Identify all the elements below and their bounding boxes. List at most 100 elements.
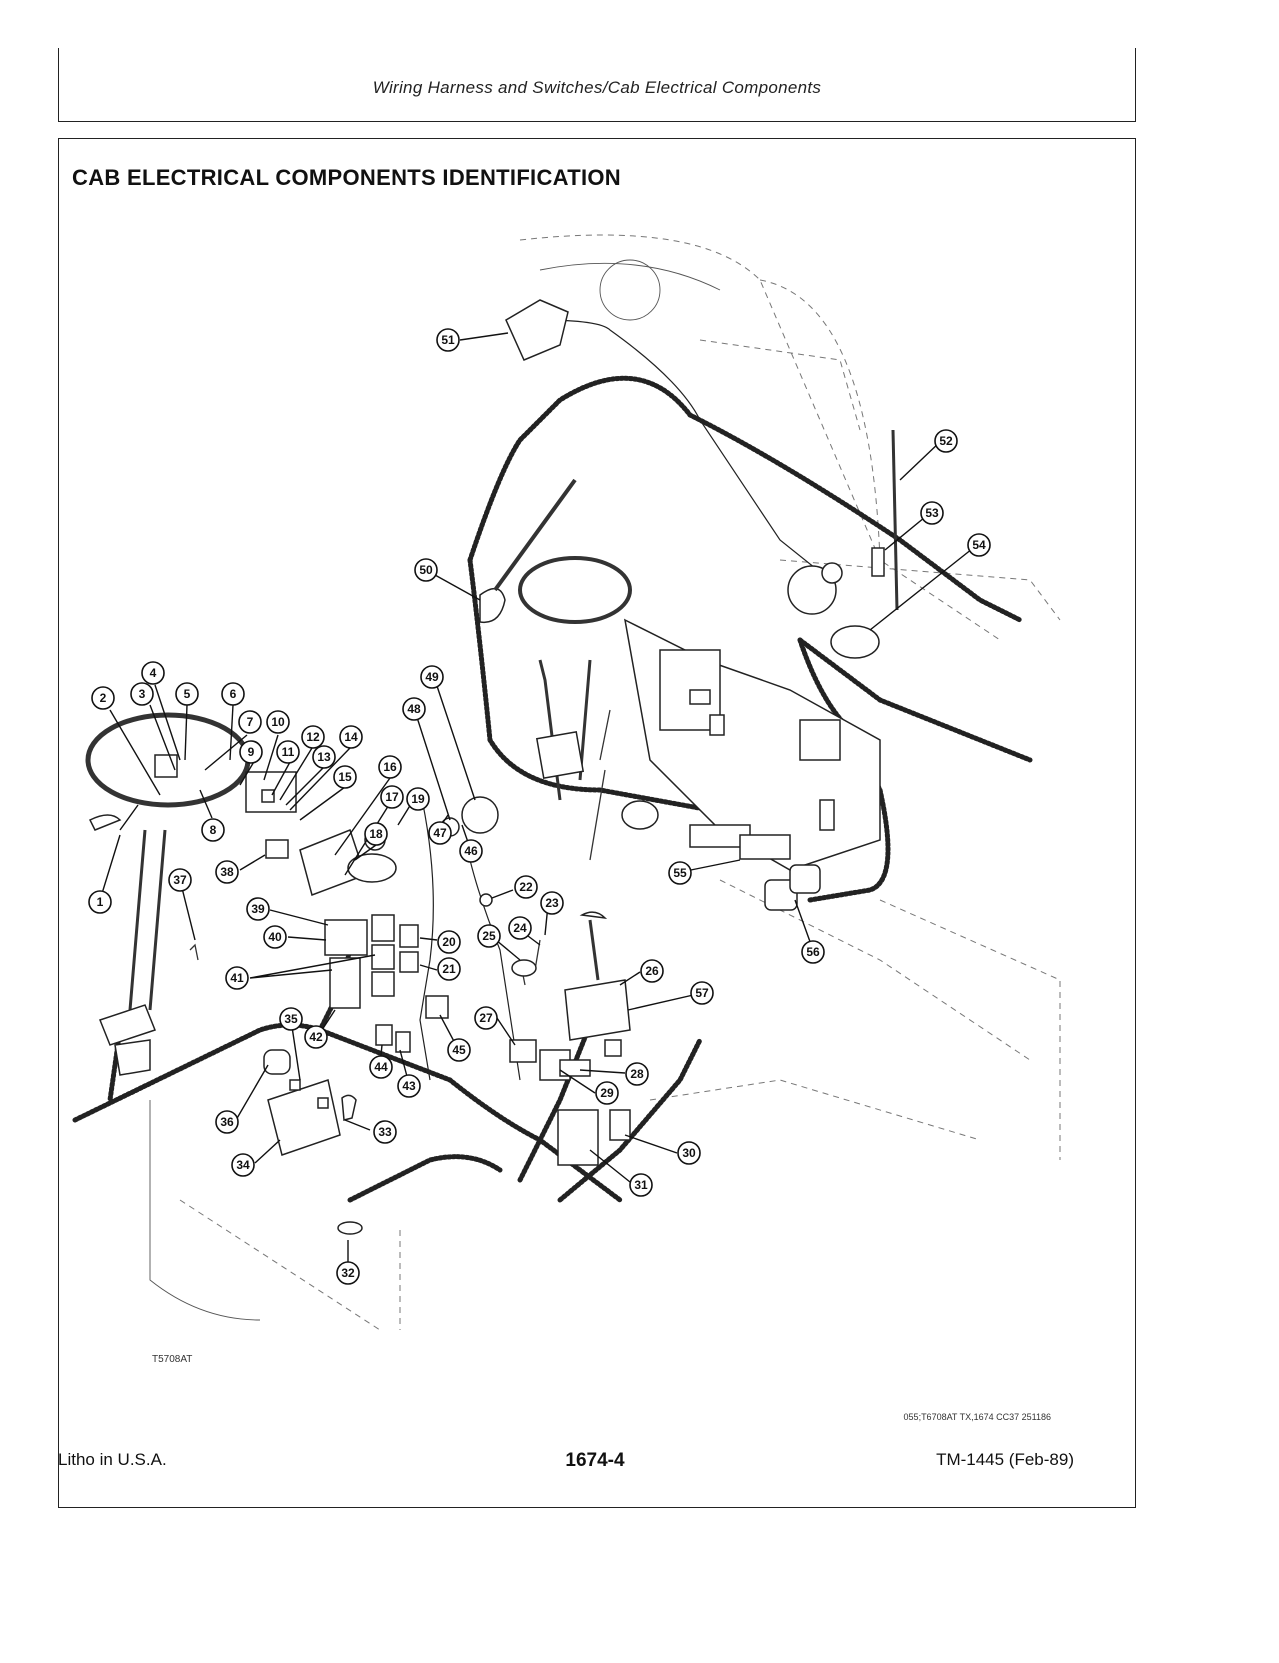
page-number: 1674-4 (565, 1450, 625, 1471)
svg-text:43: 43 (402, 1079, 416, 1093)
callout-17: 17 (380, 785, 404, 809)
cab-wiring-diagram: 1 2 3 4 5 6 7 8 9 10 11 12 13 14 15 16 1… (72, 234, 1061, 1331)
svg-text:46: 46 (464, 844, 478, 858)
callout-19: 19 (406, 787, 430, 811)
svg-text:26: 26 (645, 964, 659, 978)
steering-wheel (518, 556, 632, 624)
callout-49: 49 (420, 665, 444, 689)
svg-text:18: 18 (369, 827, 383, 841)
svg-text:9: 9 (248, 745, 255, 759)
cab-outline (149, 234, 1061, 1331)
svg-text:1: 1 (97, 895, 104, 909)
svg-text:27: 27 (479, 1011, 493, 1025)
svg-text:2: 2 (100, 691, 107, 705)
svg-text:7: 7 (247, 715, 254, 729)
svg-text:8: 8 (210, 823, 217, 837)
callout-38: 38 (215, 860, 239, 884)
switch-bracket (564, 979, 631, 1041)
callout-18: 18 (364, 822, 388, 846)
speaker-right (830, 625, 880, 659)
svg-text:6: 6 (230, 687, 237, 701)
callout-50: 50 (414, 558, 438, 582)
svg-text:12: 12 (306, 730, 320, 744)
svg-text:54: 54 (972, 538, 986, 552)
callout-44: 44 (369, 1055, 393, 1079)
callout-9: 9 (239, 740, 263, 764)
callout-20: 20 (437, 930, 461, 954)
callouts: 1 2 3 4 5 6 7 8 9 10 11 12 13 14 15 16 1… (88, 328, 991, 1285)
manual-id: TM-1445 (Feb-89) (936, 1450, 1074, 1469)
svg-text:15: 15 (338, 770, 352, 784)
callout-41: 41 (225, 966, 249, 990)
svg-text:21: 21 (442, 962, 456, 976)
callout-54: 54 (967, 533, 991, 557)
callout-57: 57 (690, 981, 714, 1005)
page-title: CAB ELECTRICAL COMPONENTS IDENTIFICATION (72, 165, 621, 190)
radio (871, 547, 885, 577)
callout-16: 16 (378, 755, 402, 779)
callout-21: 21 (437, 957, 461, 981)
callout-34: 34 (231, 1153, 255, 1177)
svg-text:25: 25 (482, 929, 496, 943)
callout-5: 5 (175, 682, 199, 706)
relay (324, 919, 368, 956)
svg-text:40: 40 (268, 930, 282, 944)
svg-text:56: 56 (806, 945, 820, 959)
svg-text:49: 49 (425, 670, 439, 684)
callout-46: 46 (459, 839, 483, 863)
callout-56: 56 (801, 940, 825, 964)
callout-22: 22 (514, 875, 538, 899)
svg-text:24: 24 (513, 921, 527, 935)
figure-id: T5708AT (152, 1354, 193, 1365)
callout-39: 39 (246, 897, 270, 921)
svg-text:53: 53 (925, 506, 939, 520)
svg-text:5: 5 (184, 687, 191, 701)
callout-7: 7 (238, 710, 262, 734)
svg-text:41: 41 (230, 971, 244, 985)
callout-30: 30 (677, 1141, 701, 1165)
callout-2: 2 (91, 686, 115, 710)
callout-32: 32 (336, 1261, 360, 1285)
callout-51: 51 (436, 328, 460, 352)
svg-text:57: 57 (695, 986, 709, 1000)
callout-15: 15 (333, 765, 357, 789)
callout-52: 52 (934, 429, 958, 453)
svg-text:39: 39 (251, 902, 265, 916)
svg-text:29: 29 (600, 1086, 614, 1100)
svg-text:50: 50 (419, 563, 433, 577)
callout-47: 47 (428, 821, 452, 845)
callout-11: 11 (276, 740, 300, 764)
controller (557, 1109, 599, 1166)
components (85, 299, 899, 1235)
svg-text:30: 30 (682, 1146, 696, 1160)
wiper-motor (479, 587, 506, 624)
callout-35: 35 (279, 1007, 303, 1031)
callout-29: 29 (595, 1081, 619, 1105)
callout-14: 14 (339, 725, 363, 749)
svg-text:23: 23 (545, 896, 559, 910)
callout-31: 31 (629, 1173, 653, 1197)
connector (764, 879, 798, 911)
svg-text:55: 55 (673, 866, 687, 880)
svg-text:11: 11 (282, 745, 295, 759)
callout-36: 36 (215, 1110, 239, 1134)
callout-13: 13 (312, 745, 336, 769)
leader-lines (99, 332, 978, 1270)
svg-text:35: 35 (284, 1012, 298, 1026)
callout-25: 25 (477, 924, 501, 948)
callout-45: 45 (447, 1038, 471, 1062)
dome-light (505, 299, 569, 361)
svg-text:48: 48 (407, 702, 421, 716)
antenna (891, 429, 899, 611)
header-frame: Wiring Harness and Switches/Cab Electric… (58, 48, 1136, 122)
callout-26: 26 (640, 959, 664, 983)
callout-55: 55 (668, 861, 692, 885)
footer-litho: Litho in U.S.A. (58, 1450, 167, 1469)
callout-4: 4 (141, 661, 165, 685)
callout-12: 12 (301, 725, 325, 749)
callout-24: 24 (508, 916, 532, 940)
figure-frame (58, 138, 1136, 1508)
svg-text:22: 22 (519, 880, 533, 894)
svg-text:31: 31 (634, 1178, 648, 1192)
callout-53: 53 (920, 501, 944, 525)
